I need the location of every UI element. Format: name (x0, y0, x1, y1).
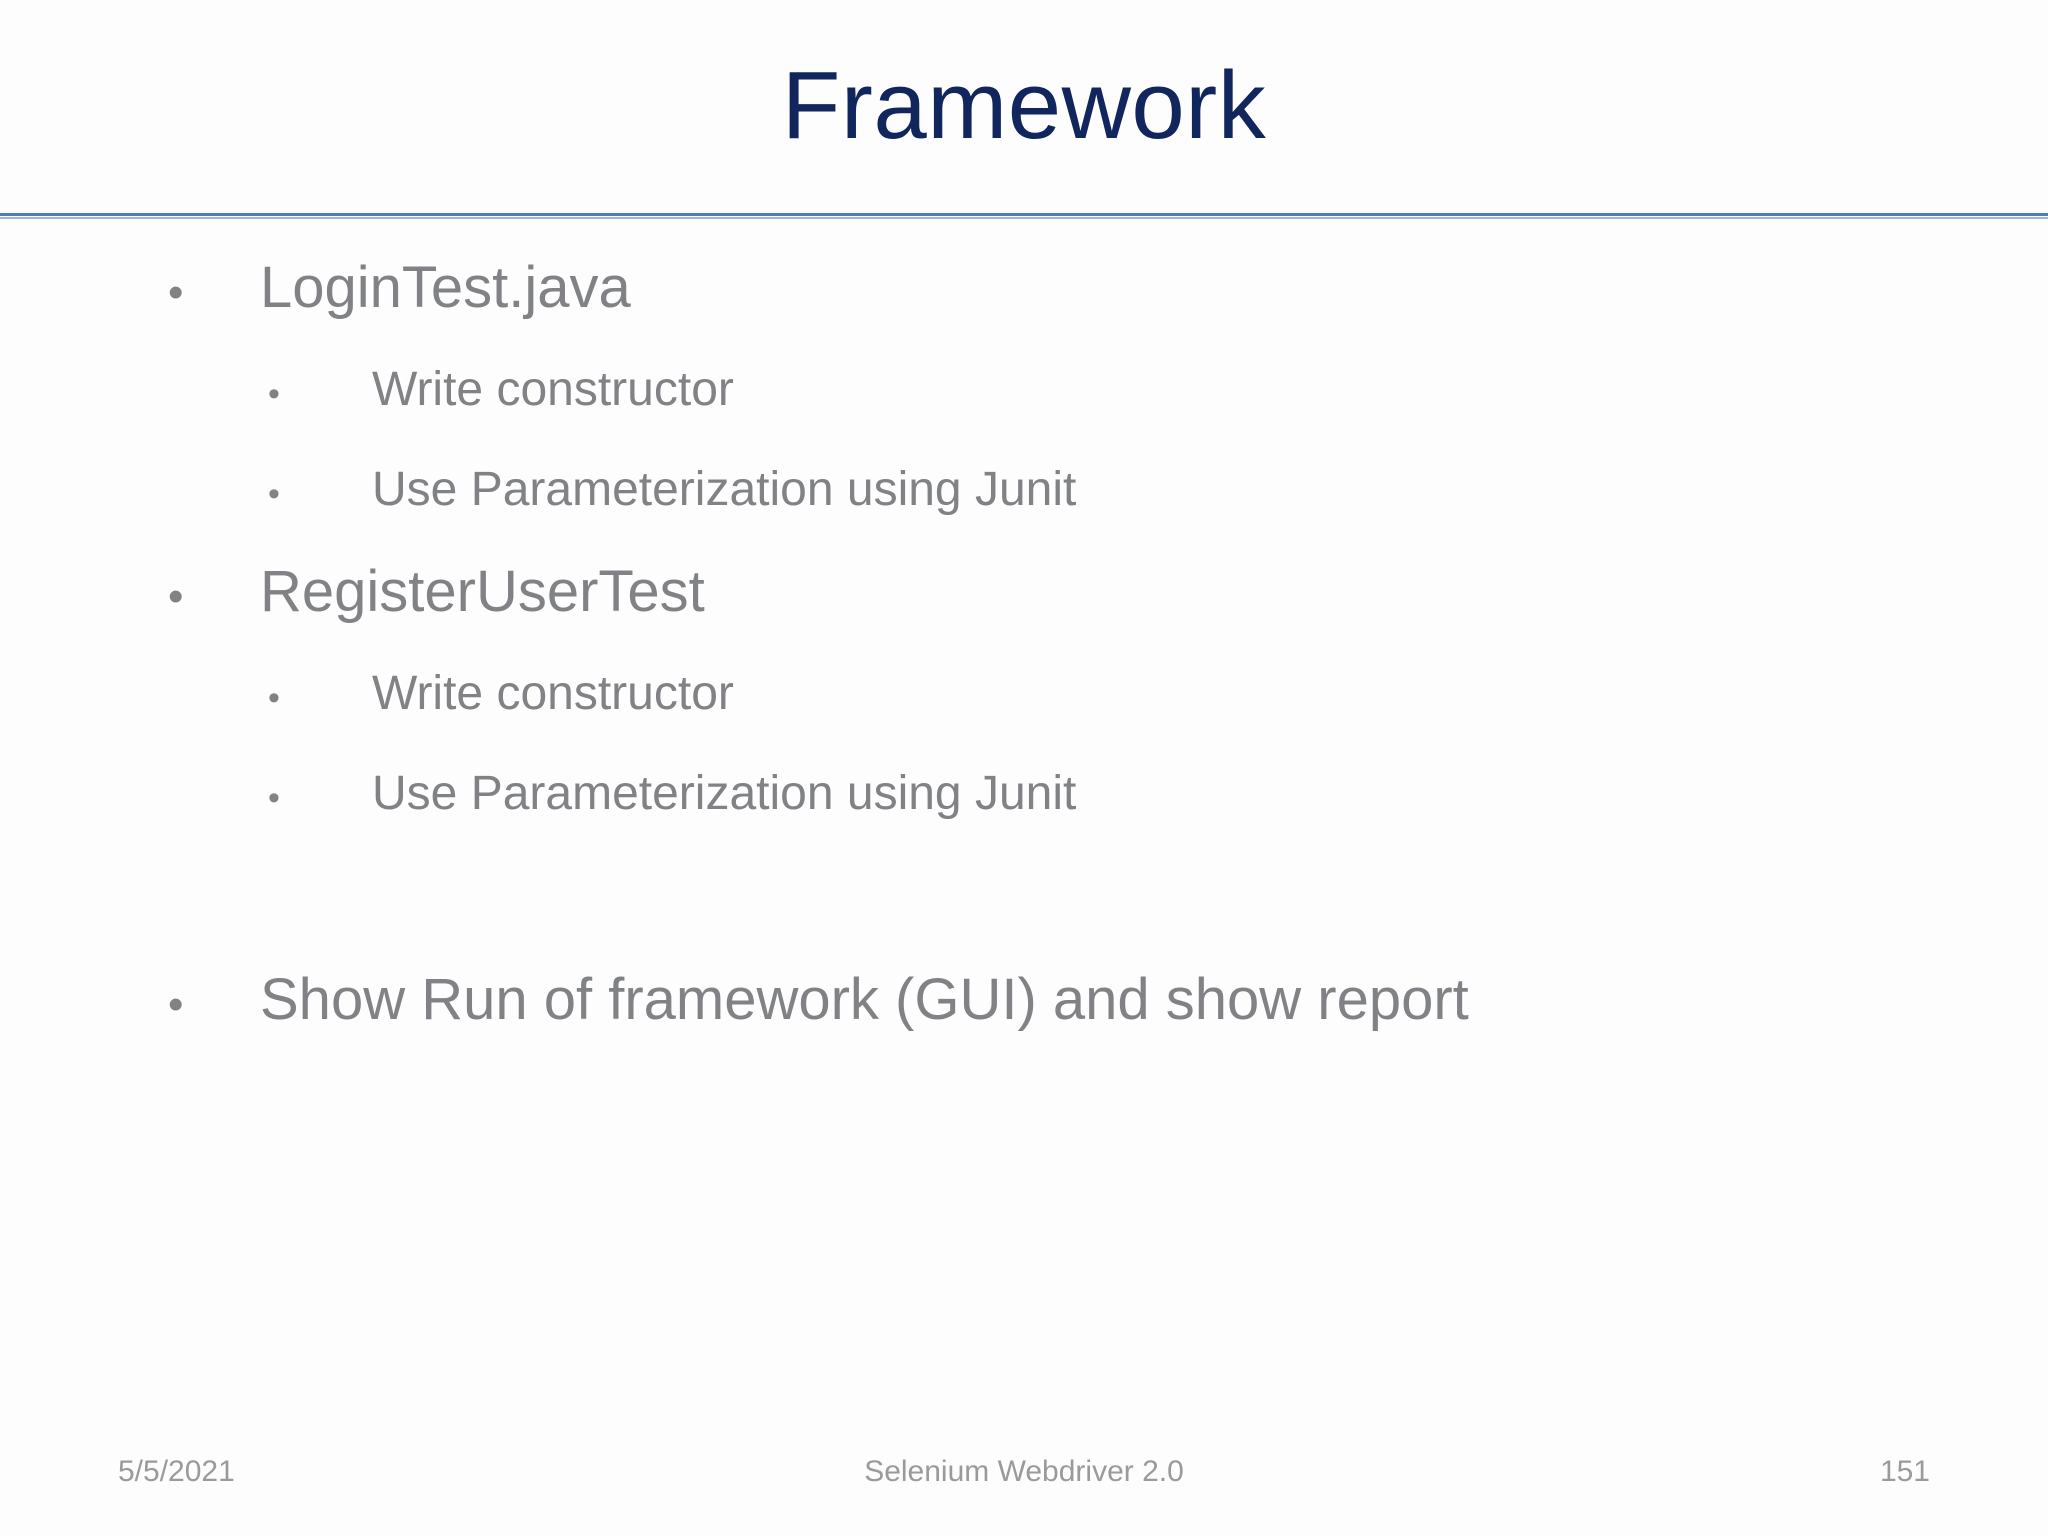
bullet-text: Use Parameterization using Junit (372, 767, 1077, 820)
bullet-marker-icon: • (268, 375, 280, 413)
page-title: Framework (781, 52, 1267, 160)
slide-footer: 5/5/2021 Selenium Webdriver 2.0 151 (0, 1444, 2048, 1500)
bullet-item-level2: • Use Parameterization using Junit (0, 744, 2048, 844)
bullet-text: Use Parameterization using Junit (372, 463, 1077, 516)
slide-body: • LoginTest.java • Write constructor • U… (0, 236, 2048, 1416)
bullet-marker-icon: • (168, 980, 184, 1029)
blank-bullet-spacer (0, 844, 2048, 948)
bullet-text: Write constructor (372, 667, 734, 720)
bullet-item-level1: • RegisterUserTest (0, 540, 2048, 644)
bullet-text: LoginTest.java (260, 255, 631, 320)
bullet-text: Write constructor (372, 363, 734, 416)
bullet-text: Show Run of framework (GUI) and show rep… (260, 967, 1469, 1032)
slide-title-area: Framework (0, 0, 2048, 213)
bullet-marker-icon: • (168, 572, 184, 621)
bullet-text: RegisterUserTest (260, 559, 705, 624)
title-divider (0, 213, 2048, 216)
bullet-marker-icon: • (268, 475, 280, 513)
footer-date: 5/5/2021 (118, 1455, 235, 1488)
title-divider-secondary (0, 217, 2048, 219)
bullet-item-level2: • Write constructor (0, 340, 2048, 440)
bullet-marker-icon: • (268, 779, 280, 817)
bullet-item-level2: • Write constructor (0, 644, 2048, 744)
bullet-item-level1: • Show Run of framework (GUI) and show r… (0, 948, 2048, 1052)
bullet-item-level2: • Use Parameterization using Junit (0, 440, 2048, 540)
footer-title: Selenium Webdriver 2.0 (864, 1455, 1184, 1488)
bullet-marker-icon: • (268, 679, 280, 717)
bullet-item-level1: • LoginTest.java (0, 236, 2048, 340)
footer-page-number: 151 (1879, 1455, 1930, 1488)
bullet-marker-icon: • (168, 268, 184, 317)
